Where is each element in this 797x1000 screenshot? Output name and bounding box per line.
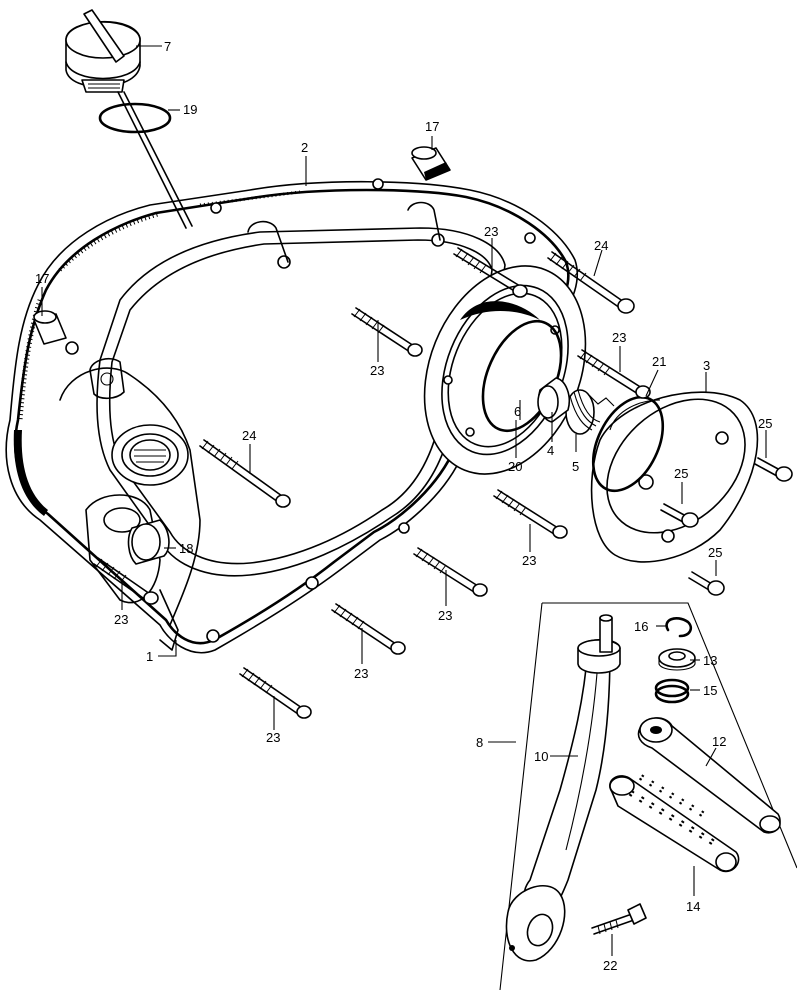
callout-21: 21 xyxy=(652,354,666,369)
bolt-24-left xyxy=(199,439,291,508)
callout-12: 12 xyxy=(712,734,726,749)
kick-pedal-rubber xyxy=(609,773,740,873)
callout-17-upper: 17 xyxy=(425,119,439,134)
callout-19: 19 xyxy=(183,102,197,117)
callout-20: 20 xyxy=(508,459,522,474)
callout-8: 8 xyxy=(476,735,483,750)
kick-arm-bolt xyxy=(591,903,647,935)
callout-18: 18 xyxy=(179,541,193,556)
cover-plate-gasket xyxy=(591,395,665,493)
bolt-23-upper-left xyxy=(453,247,528,298)
callout-23-mid: 23 xyxy=(370,363,384,378)
callout-24-upper: 24 xyxy=(594,238,608,253)
screw-25-low xyxy=(688,571,725,596)
callout-23-left: 23 xyxy=(114,612,128,627)
bolt-23-right xyxy=(577,349,651,399)
callout-23-center: 23 xyxy=(522,553,536,568)
bolt-23-mid xyxy=(351,307,423,357)
kick-pedal-shaft xyxy=(637,717,781,834)
callout-25-mid: 25 xyxy=(674,466,688,481)
callout-17-left: 17 xyxy=(35,271,49,286)
oil-filter-cap xyxy=(537,377,571,423)
dipstick-rod xyxy=(117,91,193,229)
filter-cover-plate xyxy=(590,391,759,563)
bolt-24-upper xyxy=(547,251,635,314)
callout-labels: 7 19 17 2 17 23 24 23 23 21 3 6 4 5 20 2… xyxy=(35,39,772,973)
callout-1: 1 xyxy=(146,649,153,664)
callout-25-right: 25 xyxy=(758,416,772,431)
leader-lines xyxy=(41,45,767,956)
dowel-pin-upper xyxy=(411,146,451,181)
spring-washer xyxy=(654,678,690,704)
callout-3: 3 xyxy=(703,358,710,373)
callout-14: 14 xyxy=(686,899,700,914)
callout-25-low: 25 xyxy=(708,545,722,560)
callout-23-lower-center: 23 xyxy=(438,608,452,623)
callout-5: 5 xyxy=(572,459,579,474)
callout-24-left: 24 xyxy=(242,428,256,443)
screw-25-right xyxy=(754,457,793,482)
bolt-23-lower xyxy=(331,603,406,655)
callout-23-lower: 23 xyxy=(354,666,368,681)
callout-23-right: 23 xyxy=(612,330,626,345)
right-crankcase-cover xyxy=(5,178,578,654)
screw-25-mid xyxy=(660,503,699,528)
oil-filler-cap xyxy=(65,9,141,93)
callout-2: 2 xyxy=(301,140,308,155)
callout-10: 10 xyxy=(534,749,548,764)
bolt-23-left xyxy=(93,557,159,605)
callout-16: 16 xyxy=(634,619,648,634)
bolt-23-lower-center xyxy=(413,547,488,597)
kick-starter-arm xyxy=(505,614,621,962)
washer xyxy=(658,648,696,671)
o-ring xyxy=(98,102,172,134)
callout-23-bottom: 23 xyxy=(266,730,280,745)
dowel-pin-left xyxy=(33,310,67,345)
clutch-housing-ring xyxy=(423,265,587,475)
bolt-23-center xyxy=(493,489,568,539)
callout-23-upper: 23 xyxy=(484,224,498,239)
callout-4: 4 xyxy=(547,443,554,458)
bolt-23-bottom-left xyxy=(239,667,312,719)
spring xyxy=(565,389,615,435)
callout-7: 7 xyxy=(164,39,171,54)
oil-seal xyxy=(127,519,170,565)
callout-22: 22 xyxy=(603,958,617,973)
callout-6: 6 xyxy=(514,404,521,419)
callout-15: 15 xyxy=(703,683,717,698)
callout-13: 13 xyxy=(703,653,717,668)
circlip xyxy=(665,617,693,638)
